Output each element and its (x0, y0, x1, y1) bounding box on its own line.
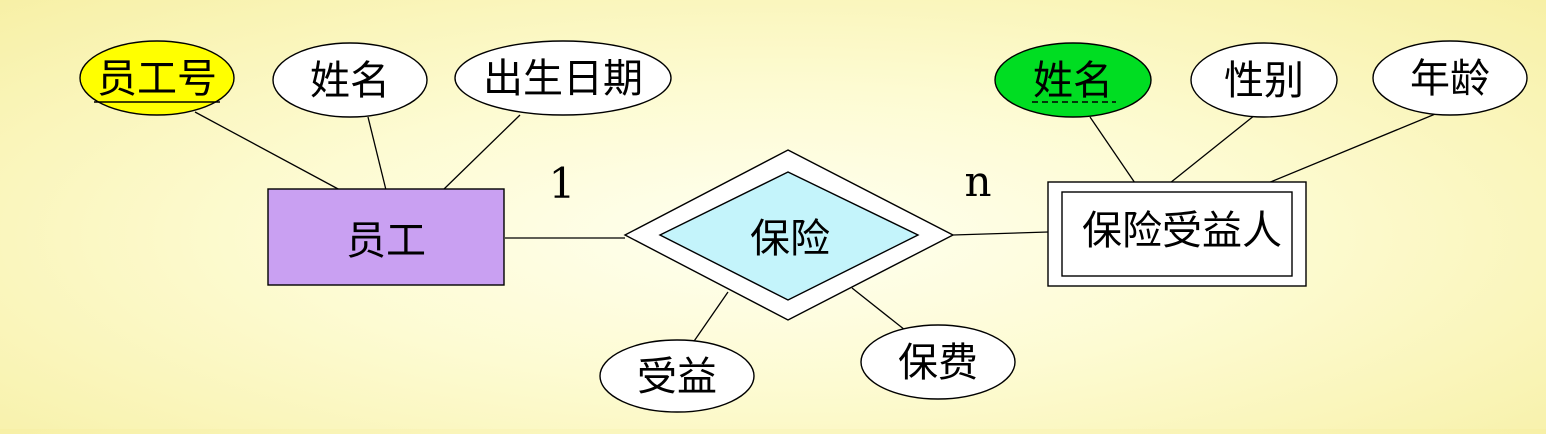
edge-premium-relationship (851, 287, 906, 331)
attribute-relationship-premium-label: 保费 (898, 340, 978, 386)
edge-benage-beneficiary (1267, 109, 1446, 184)
attribute-beneficiary-age-label: 年龄 (1410, 56, 1490, 102)
attribute-employee-name-label: 姓名 (310, 58, 390, 104)
cardinality-right: n (964, 157, 991, 206)
relationship-insurance: 保险 (623, 149, 955, 321)
attribute-beneficiary-name: 姓名 (994, 42, 1152, 118)
attribute-employee-id-ellipse (79, 40, 235, 116)
edge-empbirth-employee (442, 114, 521, 191)
entity-beneficiary-outer-box (1047, 181, 1307, 287)
attribute-relationship-benefit: 受益 (599, 339, 755, 413)
attribute-relationship-benefit-ellipse (599, 339, 755, 413)
connector-lines (194, 109, 1446, 348)
attribute-employee-name: 姓名 (272, 42, 428, 118)
attribute-employee-birthdate: 出生日期 (454, 40, 672, 116)
attribute-employee-birthdate-label: 出生日期 (483, 56, 643, 102)
attribute-beneficiary-name-ellipse (994, 42, 1152, 118)
entity-beneficiary-label: 保险受益人 (1082, 208, 1282, 254)
attribute-employee-birthdate-ellipse (454, 40, 672, 116)
edge-benname-beneficiary (1089, 116, 1136, 184)
edge-relationship-beneficiary (952, 231, 1049, 236)
attribute-employee-name-ellipse (272, 42, 428, 118)
entity-employee-box (267, 188, 505, 286)
entity-employee-label: 员工 (346, 218, 426, 264)
attribute-beneficiary-age: 年龄 (1372, 40, 1528, 116)
entity-beneficiary-inner-box (1061, 191, 1293, 277)
entity-beneficiary: 保险受益人 (1047, 181, 1307, 287)
attribute-beneficiary-gender-label: 性别 (1224, 58, 1304, 104)
relationship-inner-diamond (658, 171, 920, 301)
relationship-label: 保险 (750, 216, 830, 262)
attribute-employee-id: 员工号 (79, 40, 235, 116)
cardinality-left: 1 (549, 159, 576, 208)
attribute-beneficiary-gender: 性别 (1190, 42, 1338, 118)
attribute-beneficiary-age-ellipse (1372, 40, 1528, 116)
attribute-relationship-benefit-label: 受益 (637, 354, 717, 400)
edge-empid-employee (194, 111, 341, 191)
attribute-employee-id-label: 员工号 (97, 56, 217, 102)
attribute-beneficiary-name-label: 姓名 (1033, 58, 1113, 104)
attribute-relationship-premium: 保费 (860, 324, 1016, 400)
attribute-beneficiary-gender-ellipse (1190, 42, 1338, 118)
attribute-relationship-premium-ellipse (860, 324, 1016, 400)
edge-bengender-beneficiary (1169, 114, 1256, 184)
edge-benefit-relationship (689, 291, 729, 348)
edge-empname-employee (367, 116, 387, 191)
entity-employee: 员工 (267, 188, 505, 286)
